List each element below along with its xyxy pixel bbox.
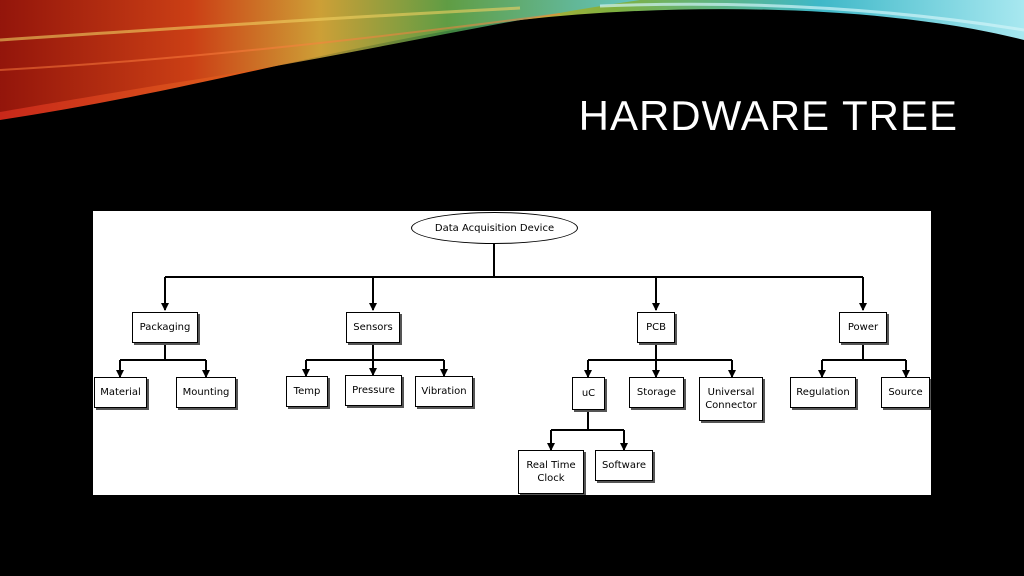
decorative-banner [0, 0, 1024, 120]
slide-title: HARDWARE TREE [578, 92, 958, 139]
node-regulation: Regulation [790, 377, 856, 408]
node-vibration: Vibration [415, 376, 473, 407]
node-material: Material [94, 377, 147, 408]
node-packaging: Packaging [132, 312, 198, 343]
node-pressure: Pressure [345, 375, 402, 406]
hardware-tree-diagram: Data Acquisition Device Packaging Materi… [93, 211, 931, 495]
node-software: Software [595, 450, 653, 481]
tree-connectors [116, 244, 910, 451]
node-sensors: Sensors [346, 312, 400, 343]
node-real-time-clock: Real Time Clock [518, 450, 584, 494]
node-power: Power [839, 312, 887, 343]
node-temp: Temp [286, 376, 328, 407]
node-mounting: Mounting [176, 377, 236, 408]
node-pcb: PCB [637, 312, 675, 343]
node-storage: Storage [629, 377, 684, 408]
node-source: Source [881, 377, 930, 408]
node-uc: uC [572, 377, 605, 410]
node-universal-connector: Universal Connector [699, 377, 763, 421]
node-data-acquisition-device: Data Acquisition Device [411, 212, 578, 244]
